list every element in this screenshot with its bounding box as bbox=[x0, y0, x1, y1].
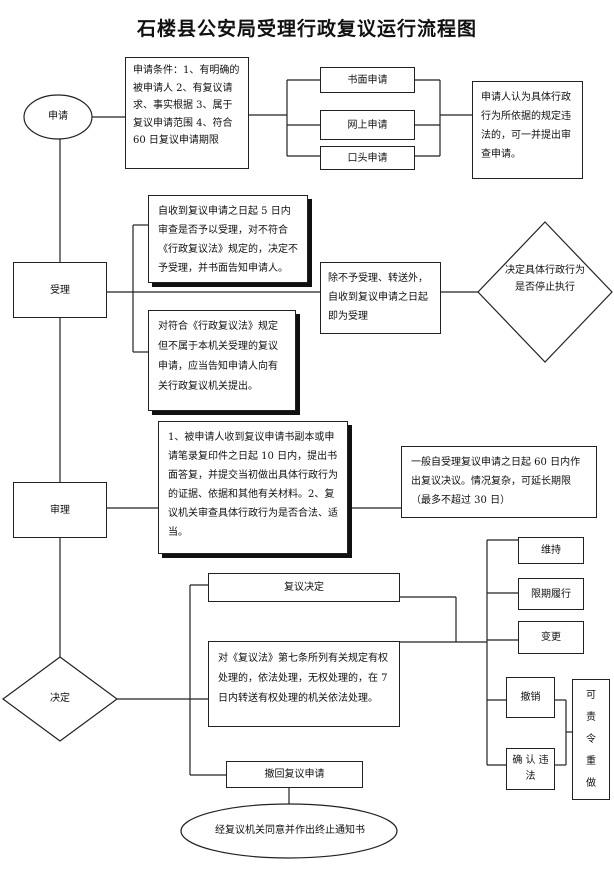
decide-diamond bbox=[1, 656, 119, 742]
withdraw-box: 撤回复议申请 bbox=[226, 761, 363, 788]
suspend-diamond bbox=[477, 221, 613, 363]
rule7-box: 对《复议法》第七条所列有关规定有权处理的，依法处理，无权处理的，在 7 日内转送… bbox=[208, 641, 400, 727]
review-procedure-box: 1、被申请人收到复议申请书副本或申请笔录复印件之日起 10 日内，提出书面答复，… bbox=[158, 421, 348, 554]
review-node: 审理 bbox=[13, 482, 107, 538]
review-basis-box: 申请人认为具体行政行为所依据的规定违法的，可一并提出审查申请。 bbox=[472, 81, 583, 179]
order-redo-box: 可 责 令 重 做 bbox=[572, 679, 610, 800]
maintain-box: 维持 bbox=[518, 537, 584, 564]
five-day-review-box: 自收到复议申请之日起 5 日内审查是否予以受理，对不符合《行政复议法》规定的，决… bbox=[148, 195, 308, 283]
decide-node-label: 决定 bbox=[50, 693, 70, 704]
revoke-box: 撤销 bbox=[506, 677, 555, 718]
written-application-box: 书面申请 bbox=[320, 67, 415, 93]
confirm-illegal-box: 确 认 违 法 bbox=[506, 748, 555, 790]
accept-node: 受理 bbox=[13, 262, 107, 318]
apply-conditions-box: 申请条件：1、有明确的被申请人 2、有复议请求、事实根据 3、属于复议申请范围 … bbox=[125, 57, 249, 169]
online-application-box: 网上申请 bbox=[320, 110, 415, 140]
change-box: 变更 bbox=[518, 621, 584, 654]
suspend-question-label: 决定具体行政行为是否停止执行 bbox=[505, 265, 585, 293]
termination-label: 经复议机关同意并作出终止通知书 bbox=[215, 825, 365, 836]
page-title: 石楼县公安局受理行政复议运行流程图 bbox=[136, 18, 477, 40]
acceptance-box: 除不予受理、转送外，自收到复议申请之日起即为受理 bbox=[320, 262, 441, 334]
oral-application-box: 口头申请 bbox=[320, 146, 415, 170]
perform-in-time-box: 限期履行 bbox=[518, 578, 584, 610]
decision-box: 复议决定 bbox=[208, 573, 400, 602]
review-deadline-box: 一般自受理复议申请之日起 60 日内作出复议决议。情况复杂，可延长期限（最多不超… bbox=[401, 446, 597, 518]
transfer-notice-box: 对符合《行政复议法》规定但不属于本机关受理的复议申请，应当告知申请人向有关行政复… bbox=[148, 310, 296, 411]
apply-node-label: 申请 bbox=[48, 111, 68, 122]
